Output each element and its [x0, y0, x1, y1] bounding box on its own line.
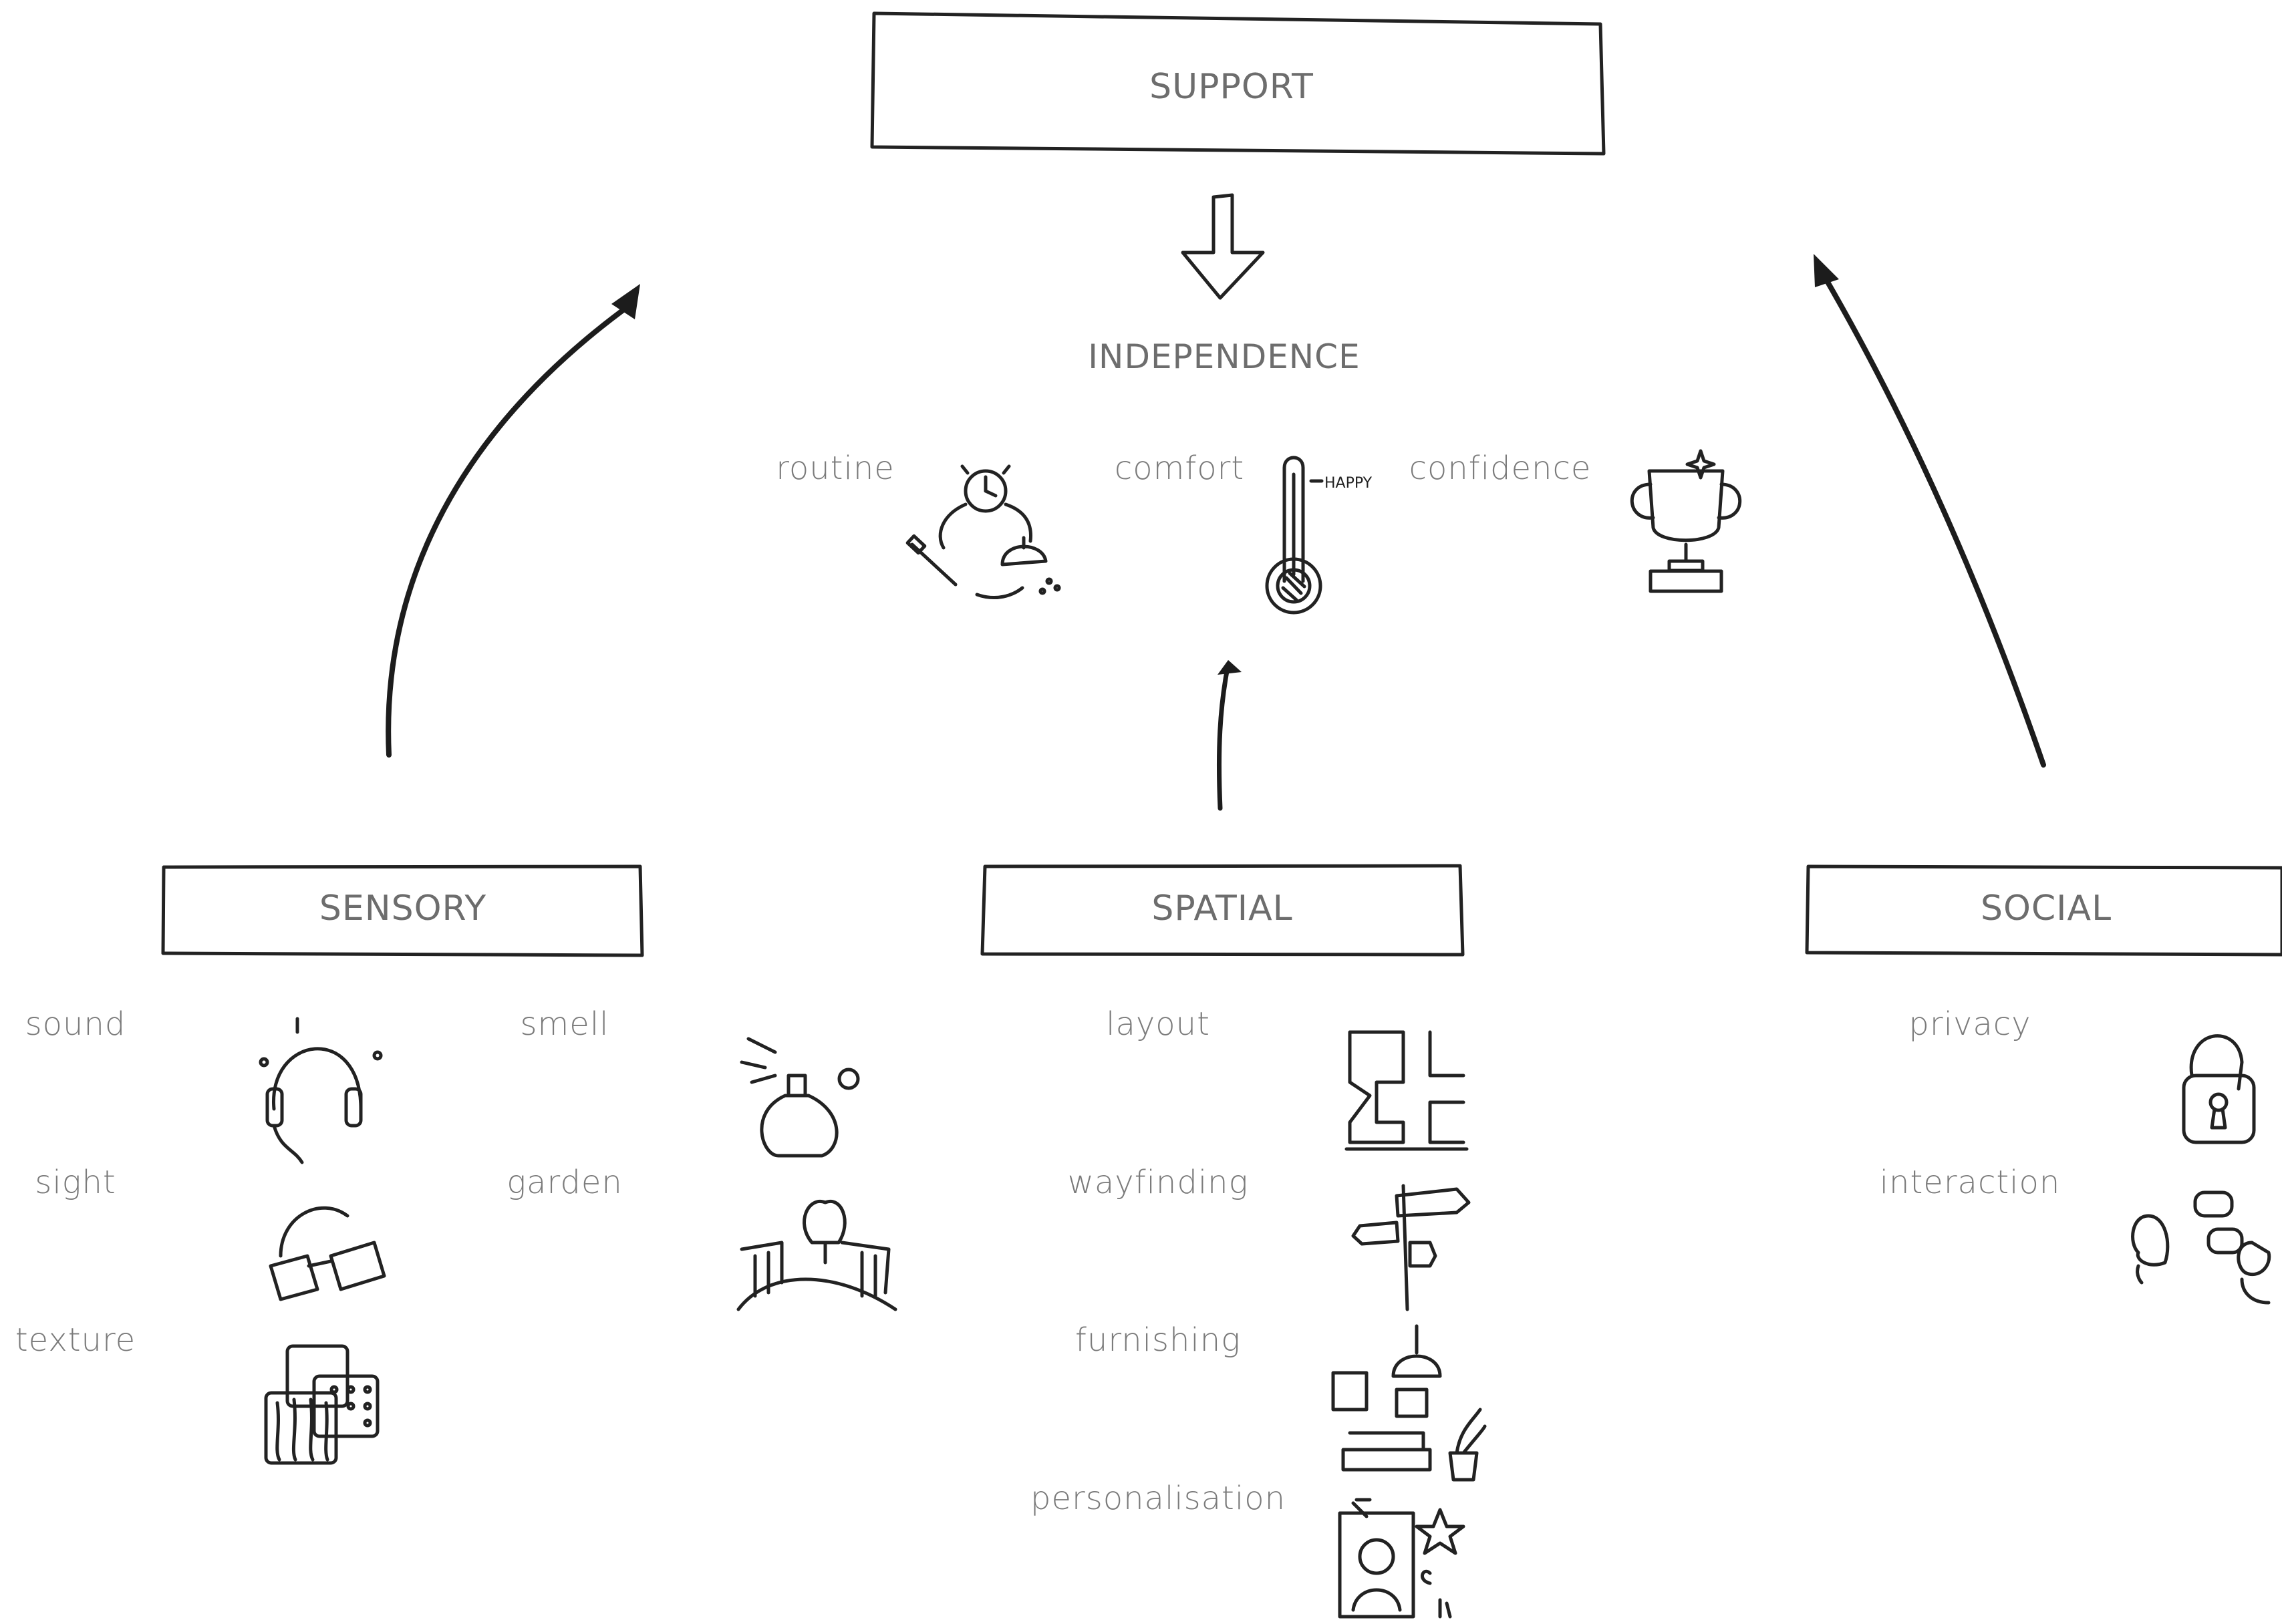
living-room-icon — [1331, 1324, 1487, 1482]
wayfinding-label: wayfinding — [1067, 1164, 1249, 1201]
sound-label: sound — [25, 1005, 126, 1043]
independence-title: INDEPENDENCE — [1088, 337, 1361, 376]
comfort-label: comfort — [1114, 450, 1245, 487]
photo-pinboard-icon — [1338, 1498, 1465, 1619]
texture-label: texture — [15, 1321, 136, 1359]
down-arrow — [1181, 193, 1265, 300]
personalisation-label: personalisation — [1030, 1480, 1286, 1517]
social-box — [1805, 864, 2282, 957]
sensory-title: SENSORY — [319, 888, 487, 929]
sight-label: sight — [35, 1164, 116, 1201]
routine-label: routine — [776, 450, 895, 487]
sensory-to-support-arrow — [386, 301, 634, 758]
support-box — [870, 11, 1606, 156]
padlock-icon — [2182, 1034, 2256, 1144]
furnishing-label: furnishing — [1075, 1321, 1241, 1359]
sensory-box — [161, 864, 644, 957]
spatial-arrowhead — [1218, 660, 1242, 675]
social-to-support-arrow — [1820, 271, 2046, 768]
layout-label: layout — [1106, 1005, 1210, 1043]
thermometer-icon — [1265, 456, 1324, 615]
fabric-swatches-icon — [264, 1344, 380, 1465]
spatial-to-independence-arrow — [1216, 669, 1230, 811]
social-title: SOCIAL — [1980, 888, 2112, 929]
thermometer-label: HAPPY — [1324, 475, 1373, 492]
trophy-icon — [1630, 449, 1742, 593]
interaction-label: interaction — [1879, 1164, 2061, 1201]
perfume-bottle-icon — [740, 1037, 860, 1158]
confidence-label: confidence — [1409, 450, 1592, 487]
conversation-icon — [2131, 1190, 2271, 1305]
headphones-icon — [259, 1017, 383, 1164]
floor-plan-icon — [1344, 1030, 1469, 1151]
sensory-arrowhead — [611, 284, 640, 319]
spatial-title: SPATIAL — [1151, 888, 1293, 929]
smell-label: smell — [520, 1005, 609, 1043]
social-arrowhead — [1814, 254, 1839, 287]
support-title: SUPPORT — [1149, 67, 1314, 107]
garden-bridge-icon — [736, 1199, 897, 1311]
privacy-label: privacy — [1908, 1005, 2031, 1043]
spatial-box — [980, 864, 1465, 957]
routine-cycle-icon — [905, 464, 1061, 600]
signpost-icon — [1351, 1184, 1471, 1311]
garden-label: garden — [507, 1164, 623, 1201]
glasses-icon — [269, 1206, 386, 1301]
